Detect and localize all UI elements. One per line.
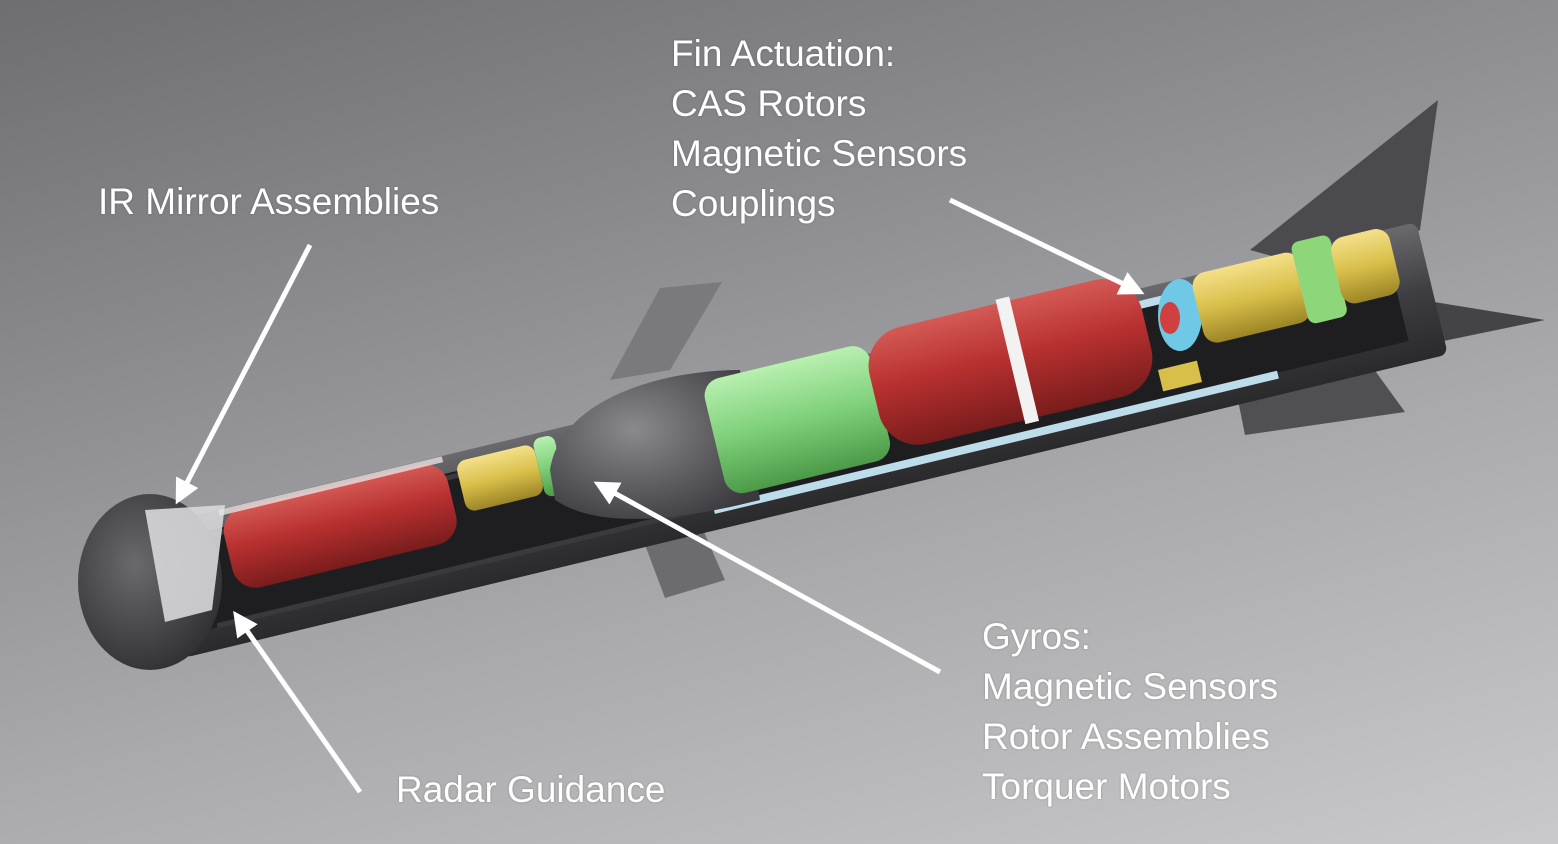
front-red-component <box>223 464 457 588</box>
arrow-gyros <box>593 481 942 675</box>
fin-actuation-item: Magnetic Sensors <box>671 133 968 174</box>
label-gyros: Gyros: Magnetic Sensors Rotor Assemblies… <box>982 612 1278 812</box>
ir-mirror-text: IR Mirror Assemblies <box>98 181 440 222</box>
gyros-item: Magnetic Sensors <box>982 666 1279 707</box>
mid-green-cylinder <box>704 346 891 494</box>
gyros-title: Gyros: <box>982 616 1091 657</box>
label-fin-actuation: Fin Actuation: CAS Rotors Magnetic Senso… <box>671 29 967 229</box>
fin-actuation-item: CAS Rotors <box>671 83 867 124</box>
gyros-item: Torquer Motors <box>982 766 1231 807</box>
arrow-radar <box>233 610 363 794</box>
rear-yellow-actuator <box>1192 252 1311 343</box>
fin-actuation-title: Fin Actuation: <box>671 33 896 74</box>
label-radar-guidance: Radar Guidance <box>396 765 665 815</box>
front-yellow-cylinder <box>457 445 543 511</box>
fin-actuation-item: Couplings <box>671 183 836 224</box>
arrow-ir-mirror <box>175 243 313 505</box>
radar-guidance-text: Radar Guidance <box>396 769 666 810</box>
gyros-item: Rotor Assemblies <box>982 716 1270 757</box>
arrow-fin-actuation <box>948 197 1145 295</box>
label-ir-mirror: IR Mirror Assemblies <box>98 177 439 227</box>
canard-top <box>610 282 722 380</box>
